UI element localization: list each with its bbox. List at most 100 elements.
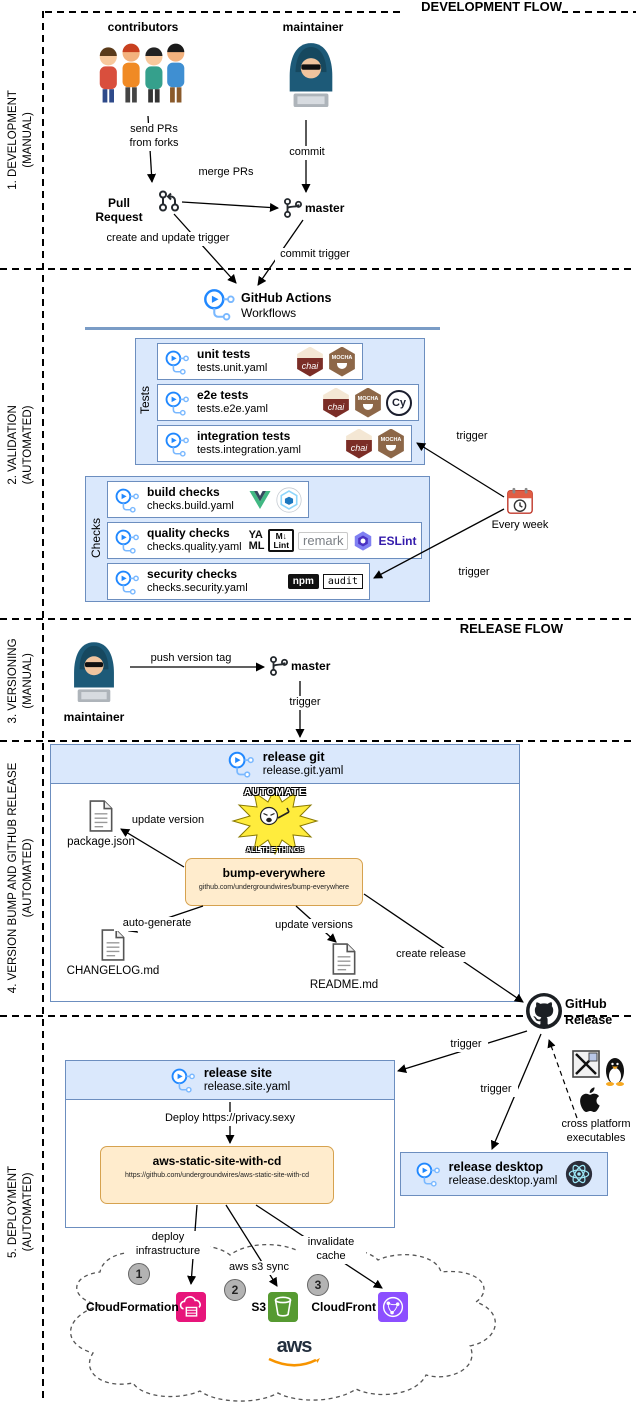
release-git-title: release git [262,749,325,764]
yaml-icon: YA ML [248,529,265,552]
workflow-file: checks.security.yaml [147,582,248,595]
badges: chai MOCHA Cy [322,387,412,418]
changelog-icon [100,929,126,961]
release-site-file: release.site.yaml [203,1080,291,1093]
send-prs-label: send PRs from forks [118,123,190,151]
readme-label: README.md [309,979,379,991]
npm-icon: npm [287,574,319,589]
bump-title: bump-everywhere [222,866,326,880]
aws-logo-text: aws [276,1335,313,1357]
separator-release-flow [0,618,636,620]
mocha-icon: MOCHA [355,387,381,418]
cross-platform-label: cross platform executables [556,1118,636,1146]
workflow-row-security-checks: security checks checks.security.yaml npm… [107,563,370,600]
separator-validation [0,268,636,270]
workflow-row-integration-tests: integration tests tests.integration.yaml… [157,425,412,462]
every-week-label: Every week [483,519,557,533]
mocha-label: MOCHA [331,354,353,361]
github-actions-icon [164,349,190,375]
cloudfront-icon [378,1292,408,1322]
electron-icon [565,1160,593,1188]
workflow-text: unit tests tests.unit.yaml [197,347,268,375]
create-release-label: create release [388,948,474,962]
badges: chai MOCHA [345,428,405,459]
maintainer-figure [65,636,123,710]
invalidate-cache-label: invalidate cache [296,1236,366,1264]
markdownlint-icon: M↓ Lint [268,528,295,553]
cloudformation-icon [176,1292,206,1322]
step-1-badge: 1 [128,1263,150,1285]
auto-generate-label: auto-generate [114,917,200,931]
github-actions-icon [202,287,236,321]
workflow-title: integration tests [197,429,291,444]
step-2-badge: 2 [224,1279,246,1301]
release-site-header: release site release.site.yaml [65,1060,395,1100]
workflow-title: build checks [147,485,220,500]
release-site-header-text: release site release.site.yaml [204,1066,290,1095]
chai-icon: chai [346,428,372,459]
automate-meme: AUTOMATE ALL THE THINGS [231,784,319,858]
workflow-text: e2e tests tests.e2e.yaml [197,388,268,416]
release-desktop-title: release desktop [448,1159,544,1174]
meme-bottom-text: ALL THE THINGS [246,847,304,854]
trigger-label: trigger [283,696,327,710]
github-actions-icon [114,487,140,513]
webpack-icon [276,487,302,513]
github-actions-icon [164,390,190,416]
mocha-icon: MOCHA [378,428,404,459]
octocat-icon [526,993,562,1029]
linux-icon [603,1056,627,1086]
separator-left-vertical [42,11,44,1401]
update-versions-label: update versions [268,919,360,933]
pull-request-icon [157,189,181,213]
trigger-label: trigger [474,1083,518,1097]
workflow-text: build checks checks.build.yaml [147,485,234,512]
eslint-icon [352,530,374,552]
github-actions-icon [227,750,255,778]
tests-group-label: Tests [138,386,152,415]
bump-subtitle: github.com/undergroundwires/bump-everywh… [198,884,350,891]
merge-prs-label: merge PRs [195,166,257,180]
release-desktop-box: release desktop release.desktop.yaml [400,1152,608,1196]
section-5-label: 5. DEPLOYMENT (AUTOMATED) [7,1165,34,1258]
aws-static-site-box: aws-static-site-with-cd https://github.c… [100,1146,334,1204]
workflow-row-build-checks: build checks checks.build.yaml [107,481,309,518]
master-node-label: master [291,659,331,673]
cloudformation-label: CloudFormation [86,1300,179,1314]
github-actions-icon [164,431,190,457]
deploy-url-label: Deploy https://privacy.sexy [130,1112,330,1126]
workflows-divider [85,327,440,330]
contributors-label: contributors [107,20,179,34]
aws-logo: aws [262,1336,326,1373]
maintainer-figure [280,36,342,116]
commit-trigger-label: commit trigger [275,248,355,262]
workflow-file: tests.unit.yaml [197,362,268,375]
bump-everywhere-box: bump-everywhere github.com/undergroundwi… [185,858,363,906]
separator-deployment [0,1015,636,1017]
contributors-figure [95,36,190,112]
maintainer-label: maintainer [63,710,125,724]
release-flow-header: RELEASE FLOW [410,622,563,635]
aws-static-site-subtitle: https://github.com/undergroundwires/aws-… [124,1172,310,1179]
cloudfront-label: CloudFront [311,1300,376,1314]
mocha-label: MOCHA [357,395,379,402]
badges: npm audit [287,574,363,589]
workflow-row-unit-tests: unit tests tests.unit.yaml chai MOCHA [157,343,363,380]
workflow-text: integration tests tests.integration.yaml [197,429,301,457]
release-site-title: release site [203,1065,272,1080]
workflow-file: tests.integration.yaml [197,444,301,457]
mocha-cup [363,403,373,410]
github-actions-icon [170,1067,196,1093]
apple-icon [578,1086,602,1114]
package-json-icon [88,800,114,832]
chai-icon: chai [297,346,323,377]
separator-version-bump [0,740,636,742]
chai-label: chai [350,442,368,453]
mocha-cup [386,444,396,451]
workflow-row-quality-checks: quality checks checks.quality.yaml YA ML… [107,522,422,559]
release-git-header-text: release git release.git.yaml [263,750,344,779]
workflow-file: tests.e2e.yaml [197,403,268,416]
section-1-label: 1. DEVELOPMENT (MANUAL) [7,90,34,190]
workflow-row-e2e-tests: e2e tests tests.e2e.yaml chai MOCHA Cy [157,384,419,421]
